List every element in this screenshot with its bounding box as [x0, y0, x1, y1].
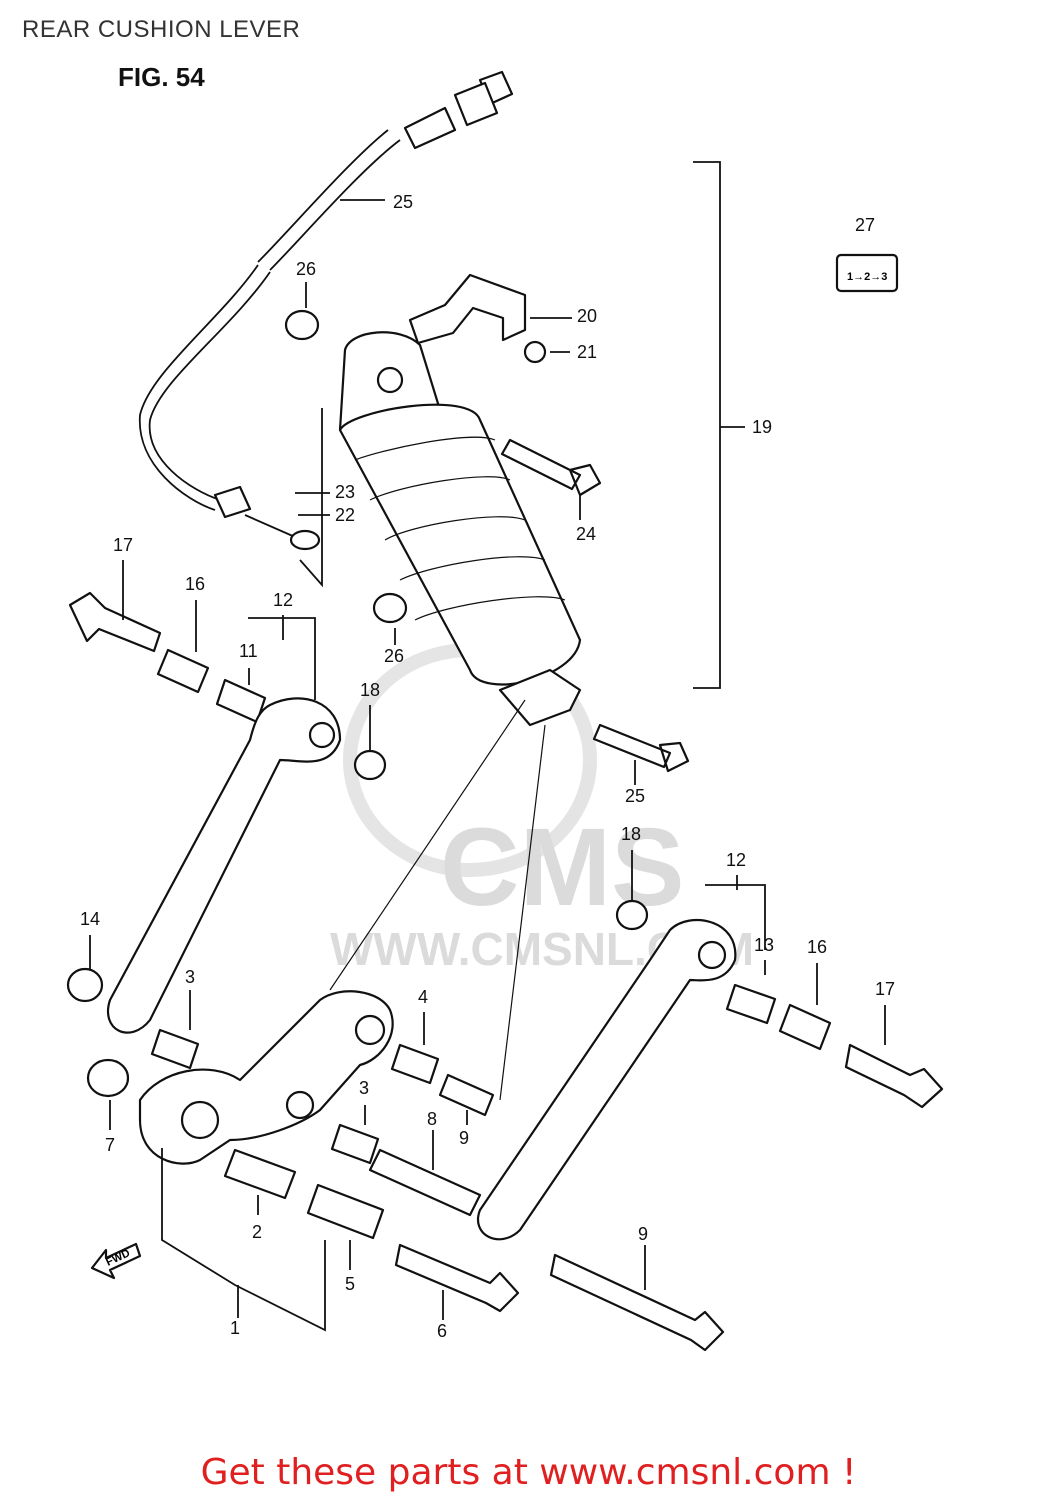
nut-18-right: [615, 899, 649, 931]
callout-2: 2: [252, 1222, 262, 1242]
spacer-16-right: [778, 1003, 832, 1051]
callout-16-right: 16: [807, 937, 827, 957]
callout-17-right: 17: [875, 979, 895, 999]
callout-18-right: 18: [621, 824, 641, 844]
callout-4: 4: [418, 987, 428, 1007]
shock-absorber: [338, 331, 582, 727]
callout-13: 11: [239, 641, 258, 661]
nut-7: [86, 1058, 130, 1098]
callout-26-upper: 26: [296, 259, 316, 279]
callout-10: 14: [80, 909, 100, 929]
rod-12: [107, 697, 342, 1034]
fwd-arrow-icon: FWD: [90, 1242, 142, 1280]
callout-12: 12: [273, 590, 293, 610]
callout-26-lower: 26: [384, 646, 404, 666]
callout-1: 1: [230, 1318, 240, 1338]
callout-18-left: 18: [360, 680, 380, 700]
callout-17-left: 17: [113, 535, 133, 555]
callout-6: 6: [437, 1321, 447, 1341]
leader-lines: [89, 161, 886, 1332]
bolt-17-right: [844, 1043, 944, 1109]
callout-5: 5: [345, 1274, 355, 1294]
callout-25-upper: 24: [576, 524, 596, 544]
page-title: REAR CUSHION LEVER: [22, 16, 301, 43]
rod-14: [477, 918, 737, 1241]
bolt-25-lower: [592, 723, 690, 773]
callout-numbers: 25 26 20 21 19 27 23 22 24 17 16 12 11 2…: [80, 192, 895, 1341]
bearing-15: [725, 983, 777, 1025]
callout-3-right: 3: [359, 1078, 369, 1098]
callout-21: 21: [577, 342, 597, 362]
bolt-6: [394, 1243, 520, 1313]
callout-24: 23: [335, 482, 355, 502]
nut-26-lower: [372, 592, 408, 624]
callout-7: 7: [105, 1135, 115, 1155]
callout-27: 27: [855, 215, 875, 235]
callout-16-left: 16: [185, 574, 205, 594]
watermark-brand: CMS: [440, 806, 684, 929]
bolt-17-left: [68, 591, 162, 653]
spacer-16-left: [156, 648, 210, 694]
spacer-5: [306, 1183, 385, 1240]
bearing-4: [390, 1043, 440, 1085]
callout-23: 22: [335, 505, 355, 525]
callout-25-lower: 25: [625, 786, 645, 806]
figure-label: FIG. 54: [118, 62, 205, 92]
bolt-25-upper: [500, 438, 602, 497]
bolt-9: [549, 1253, 725, 1352]
nut-10: [66, 967, 104, 1003]
spacer-8: [368, 1148, 482, 1217]
nut-18-left: [353, 749, 387, 781]
callout-22: 25: [393, 192, 413, 212]
callout-11: 9: [459, 1128, 469, 1148]
parts-diagram: CMS WWW.CMSNL.COM: [66, 70, 944, 1352]
nut-26-upper: [284, 309, 320, 341]
label-27: 1→2→3: [835, 253, 899, 293]
callout-9: 9: [638, 1224, 648, 1244]
callout-15: 13: [754, 935, 774, 955]
callout-14: 12: [726, 850, 746, 870]
callout-20: 20: [577, 306, 597, 326]
callout-3-left: 3: [185, 967, 195, 987]
spacer-11: [438, 1073, 495, 1117]
label-27-text: 1→2→3: [847, 271, 887, 283]
screw-21: [523, 340, 547, 364]
bearing-3-left: [150, 1028, 200, 1070]
callout-8: 8: [427, 1109, 437, 1129]
callout-19: 19: [752, 417, 772, 437]
bearing-3-right: [330, 1123, 380, 1165]
bracket-20: [408, 273, 527, 345]
cable-assembly: [139, 70, 514, 551]
footer-link[interactable]: Get these parts at www.cmsnl.com !: [200, 1452, 857, 1493]
bearing-2: [223, 1148, 297, 1200]
